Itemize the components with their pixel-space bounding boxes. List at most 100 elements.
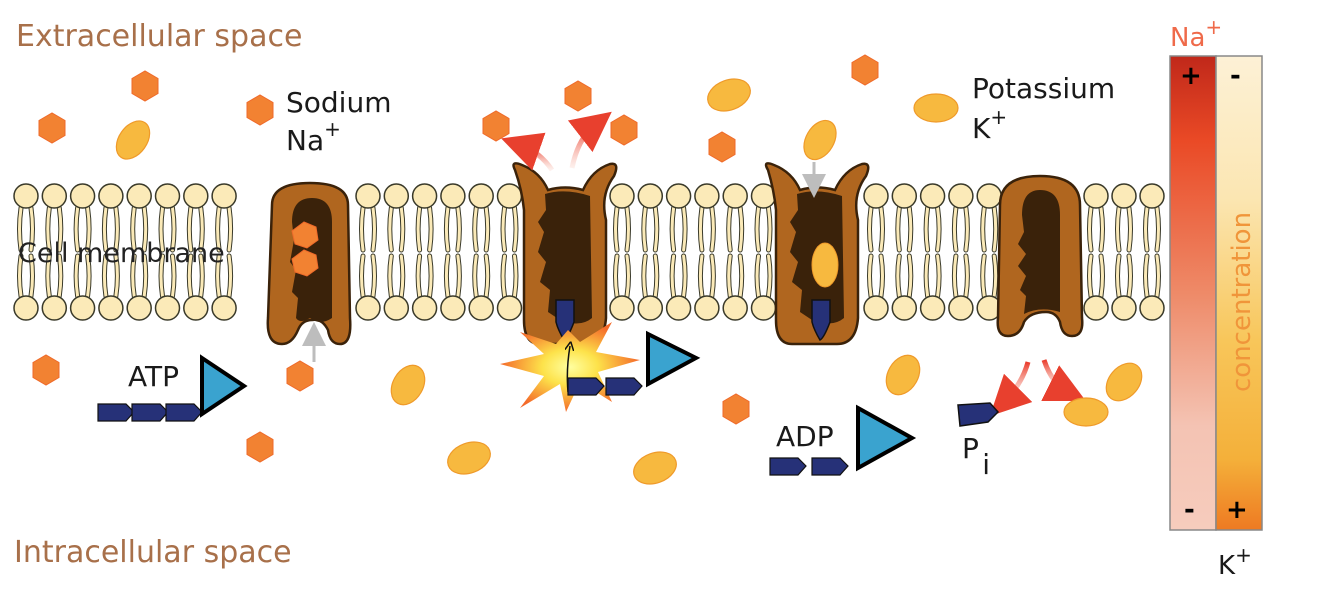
phospholipid	[722, 183, 748, 321]
sodium-symbol: Na+	[286, 117, 341, 157]
intracellular-label: Intracellular space	[14, 535, 292, 570]
adp-label: ADP	[776, 420, 834, 453]
phosphate-group	[165, 403, 203, 422]
lipid-head	[948, 295, 974, 321]
sodium-ion	[610, 114, 638, 146]
k-high-sign: +	[1226, 495, 1248, 525]
phosphate-group	[957, 402, 1000, 427]
red-arrow	[501, 132, 555, 172]
potassium-ion	[1063, 397, 1109, 427]
phospholipid	[863, 183, 889, 321]
lipid-head	[1083, 183, 1109, 209]
lipid-head	[468, 295, 494, 321]
potassium-ion	[811, 242, 839, 288]
lipid-head	[126, 295, 152, 321]
sodium-ion	[708, 131, 736, 163]
lipid-head	[411, 183, 438, 209]
phospholipid	[41, 183, 68, 321]
cell-membrane	[13, 183, 1165, 321]
k-low-sign: -	[1230, 61, 1241, 91]
lipid-head	[1139, 183, 1165, 209]
lipid-head	[976, 183, 1002, 209]
phospholipid	[1139, 183, 1165, 321]
energy-burst-icon	[500, 322, 640, 412]
lipid-head	[609, 183, 635, 209]
lipid-head	[948, 183, 974, 209]
potassium-ion	[707, 78, 751, 112]
lipid-head	[694, 183, 720, 209]
lipid-head	[891, 295, 918, 321]
lipid-head	[609, 295, 635, 321]
lipid-head	[126, 183, 152, 209]
phosphate-group	[769, 457, 807, 476]
atp-base-icon	[646, 330, 701, 388]
phospholipid	[948, 183, 974, 321]
lipid-head	[440, 183, 466, 209]
phospholipid	[976, 183, 1002, 321]
na-high-sign: +	[1180, 61, 1202, 91]
sodium-ion	[291, 249, 319, 277]
lipid-head	[154, 183, 181, 209]
sodium-ion	[32, 354, 60, 386]
phospholipid	[1111, 183, 1137, 321]
lipid-head	[750, 295, 777, 321]
concentration-gradient-legend: Na+ + - - + concentration K+	[1169, 15, 1263, 581]
lipid-head	[919, 295, 946, 321]
sodium-label: Sodium	[286, 86, 391, 119]
adp-molecule: ADP	[769, 404, 917, 476]
phospholipid	[637, 183, 664, 321]
phospholipid	[13, 183, 39, 321]
potassium-label: Potassium	[972, 72, 1115, 105]
lipid-head	[98, 295, 124, 321]
phosphate-group	[811, 457, 849, 476]
phospholipid	[750, 183, 777, 321]
pump-stage-1	[266, 181, 352, 362]
phospholipid	[69, 183, 96, 321]
lipid-head	[496, 183, 523, 209]
lipid-head	[891, 183, 918, 209]
lipid-head	[69, 295, 96, 321]
phospholipid	[98, 183, 124, 321]
lipid-head	[154, 295, 181, 321]
potassium-ion	[633, 451, 677, 485]
phosphate-group	[811, 299, 831, 341]
lipid-head	[722, 183, 748, 209]
lipid-head	[13, 295, 39, 321]
atp-molecule: ATP	[97, 354, 248, 422]
lipid-head	[98, 183, 124, 209]
lipid-head	[355, 295, 381, 321]
lipid-head	[1139, 295, 1165, 321]
sodium-ion	[482, 110, 510, 142]
lipid-head	[1083, 295, 1109, 321]
lipid-head	[41, 183, 68, 209]
phospholipid	[126, 183, 152, 321]
red-arrow	[989, 361, 1033, 417]
phospholipid	[1083, 183, 1109, 321]
phospholipid	[383, 183, 410, 321]
cell-membrane-label: Cell membrane	[18, 238, 225, 269]
pump-stage-3	[764, 162, 870, 346]
atp-hydrolysis	[567, 330, 701, 396]
potassium-ion	[1105, 362, 1143, 402]
k-gradient-title: K+	[1218, 543, 1252, 581]
adp-base-icon	[856, 404, 917, 472]
red-arrow	[567, 111, 612, 169]
lipid-head	[183, 295, 209, 321]
sodium-ion	[851, 54, 879, 86]
potassium-ion	[885, 354, 921, 396]
phospholipid	[665, 183, 692, 321]
lipid-head	[722, 295, 748, 321]
phosphate-group	[605, 377, 643, 396]
lipid-head	[496, 295, 523, 321]
sodium-ion	[564, 80, 592, 112]
potassium-symbol: K+	[972, 105, 1007, 145]
na-gradient-title: Na+	[1170, 15, 1222, 53]
phosphate-group	[131, 403, 169, 422]
potassium-ion	[447, 441, 491, 475]
lipid-head	[1111, 183, 1137, 209]
phospholipid	[183, 183, 209, 321]
sodium-ion	[246, 94, 274, 126]
phospholipid	[411, 183, 438, 321]
